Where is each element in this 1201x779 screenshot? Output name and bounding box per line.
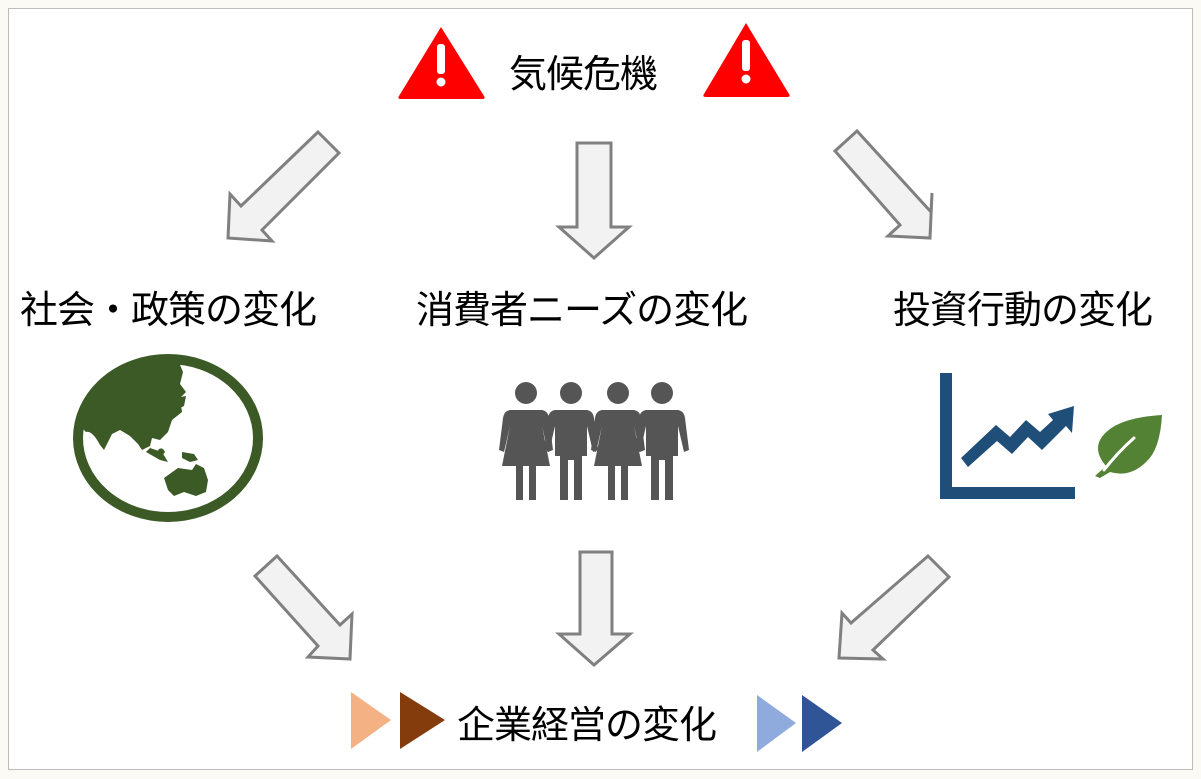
person-man xyxy=(544,382,598,500)
person-man xyxy=(635,382,689,500)
person-woman xyxy=(591,382,645,500)
result-label-business-management: 企業経営の変化 xyxy=(457,703,717,747)
person-woman xyxy=(499,382,553,500)
cause-label-consumer-needs: 消費者ニーズの変化 xyxy=(416,288,748,332)
globe-icon xyxy=(73,354,263,522)
triangle-right-2 xyxy=(802,695,842,752)
arrow-top-to-investment xyxy=(832,128,934,240)
triangle-left-1 xyxy=(351,692,391,749)
triangle-left-2 xyxy=(400,692,445,749)
arrow-consumer-to-business xyxy=(555,550,635,667)
arrow-investment-to-business xyxy=(837,553,952,661)
arrow-top-to-social xyxy=(226,129,342,243)
arrow-top-to-consumer xyxy=(555,141,633,261)
cause-label-social-policy: 社会・政策の変化 xyxy=(20,288,317,332)
triangle-right-1 xyxy=(757,695,796,752)
arrow-social-to-business xyxy=(252,553,354,661)
warning-icon-right xyxy=(703,23,790,97)
cause-label-investment: 投資行動の変化 xyxy=(893,288,1153,332)
warning-icon-left xyxy=(398,27,485,99)
people-icon xyxy=(499,382,689,500)
climate-crisis-title: 気候危機 xyxy=(509,52,658,96)
leaf-icon xyxy=(1095,415,1162,478)
growth-chart-icon xyxy=(940,373,1075,499)
